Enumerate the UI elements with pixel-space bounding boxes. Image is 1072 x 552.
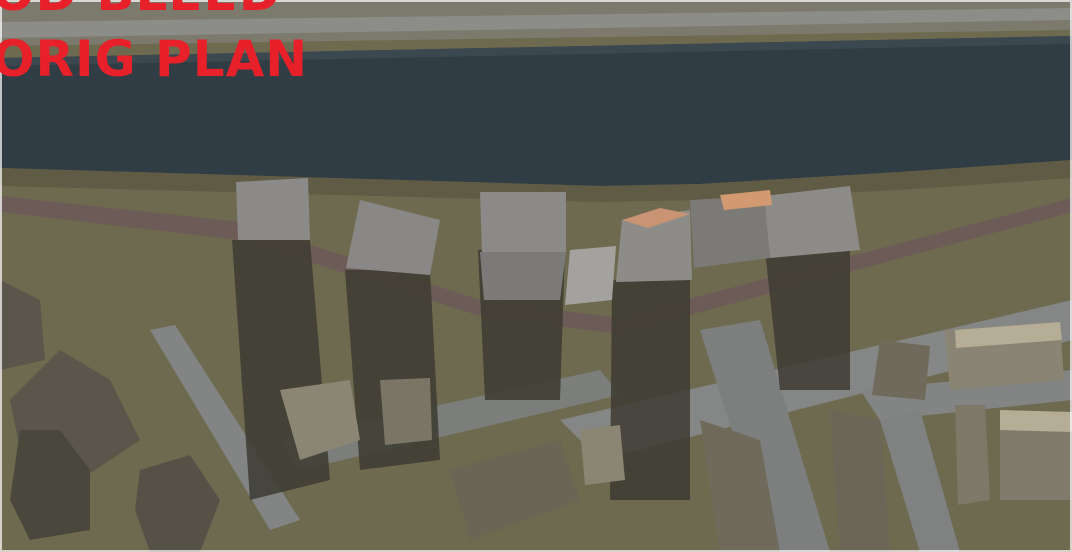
tower-5 (764, 186, 860, 258)
tower-3-face (480, 252, 566, 300)
block-west-3 (0, 280, 45, 370)
block-south-3 (580, 425, 625, 485)
block-east-3 (1000, 410, 1072, 500)
block-south-2 (450, 440, 580, 540)
block-east-4 (955, 405, 990, 505)
far-road (0, 8, 1072, 38)
road-south (700, 320, 830, 552)
block-east-3-roof (1000, 410, 1072, 432)
block-mid-1 (280, 380, 360, 460)
tower-4 (616, 210, 692, 282)
tower-4-shadow (610, 280, 690, 500)
river-edge (0, 36, 1072, 66)
tower-1 (236, 178, 310, 240)
block-mid-2 (380, 378, 432, 445)
block-south-1 (700, 420, 780, 552)
tower-3 (480, 192, 566, 252)
tower-2 (346, 200, 440, 275)
tower-4-roof-accent (622, 208, 690, 228)
caption-line-2: ORIG PLAN (0, 30, 309, 88)
plan-caption: OD BLEED - ORIG PLAN (0, 0, 321, 92)
block-west-2 (10, 430, 90, 540)
tower-5-shadow (765, 250, 850, 390)
road-curve (880, 410, 960, 552)
block-east-2 (872, 340, 930, 400)
caption-line-1: OD BLEED - (0, 0, 321, 26)
plaza (565, 246, 616, 305)
podium-roof-accent (720, 190, 772, 210)
block-east-1-roof (955, 322, 1062, 348)
podium-block (690, 196, 770, 268)
block-west-4 (135, 455, 220, 552)
riverside-path (0, 196, 1072, 334)
river (0, 36, 1072, 186)
block-southeast (830, 410, 890, 552)
